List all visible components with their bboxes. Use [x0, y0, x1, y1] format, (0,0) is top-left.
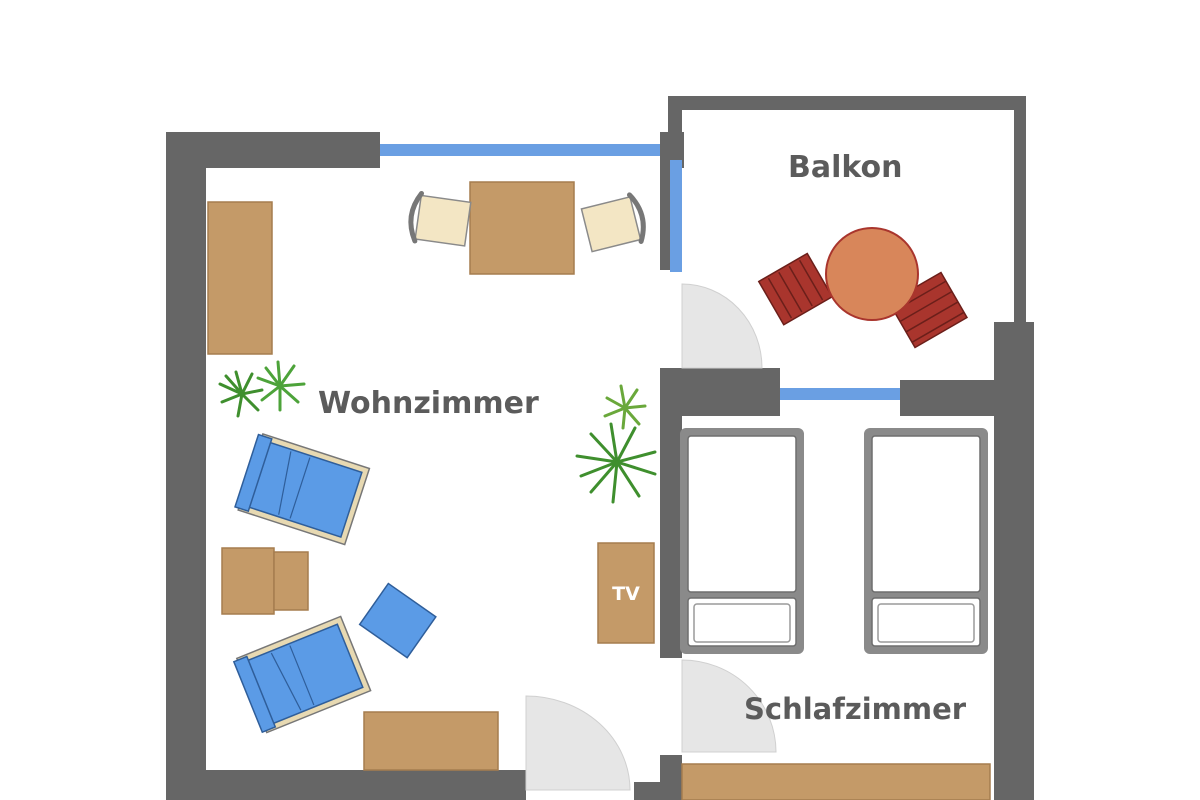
door-swing-entry — [525, 695, 631, 791]
wall-living-bottom-stub — [634, 782, 664, 800]
door-swing-balcony — [681, 283, 763, 369]
dining-chair-right — [580, 192, 646, 253]
wardrobe — [681, 763, 991, 800]
doors — [525, 283, 777, 791]
window-living-top — [380, 144, 660, 156]
wall-partition-upper — [660, 368, 682, 658]
wall-partition-lower — [660, 755, 682, 800]
room-label-schlafzimmer: Schlafzimmer — [744, 692, 967, 726]
window-bedroom-top — [780, 388, 900, 400]
living-room-furniture — [207, 181, 657, 771]
tv-label: TV — [612, 583, 640, 605]
dining-table — [469, 181, 575, 275]
plant-right-palm — [575, 422, 657, 504]
wall-living-bottom — [166, 770, 526, 800]
side-table-large — [221, 547, 275, 615]
side-table-small — [273, 551, 309, 611]
patio-chair-left — [757, 252, 834, 326]
room-label-wohnzimmer: Wohnzimmer — [318, 386, 539, 421]
ottoman — [358, 582, 437, 659]
plant-left-pair — [218, 360, 306, 418]
plant-right-small — [603, 384, 647, 430]
low-cabinet — [363, 711, 499, 771]
bedroom-furniture — [680, 428, 991, 800]
wall-mid-right — [900, 380, 1000, 416]
armchair-upper — [234, 432, 371, 546]
armchair-lower — [232, 615, 372, 734]
sideboard — [207, 201, 273, 355]
wall-balcony-right — [1014, 96, 1026, 326]
wall-mid-left — [660, 368, 780, 416]
tv-cabinet — [597, 542, 655, 644]
door-swing-bedroom — [681, 659, 777, 753]
window-balcony-door — [670, 160, 682, 272]
bed-left — [680, 428, 804, 654]
wall-balcony-top — [668, 96, 1026, 110]
room-label-balkon: Balkon — [788, 150, 903, 185]
balcony-furniture — [757, 227, 969, 349]
wall-partition-short — [660, 140, 672, 270]
wall-bedroom-right — [994, 322, 1034, 800]
patio-table — [825, 227, 919, 321]
wall-living-left — [166, 132, 206, 800]
bed-right — [864, 428, 988, 654]
dining-chair-left — [408, 190, 472, 247]
windows — [380, 144, 900, 400]
wall-balcony-left — [668, 96, 682, 146]
